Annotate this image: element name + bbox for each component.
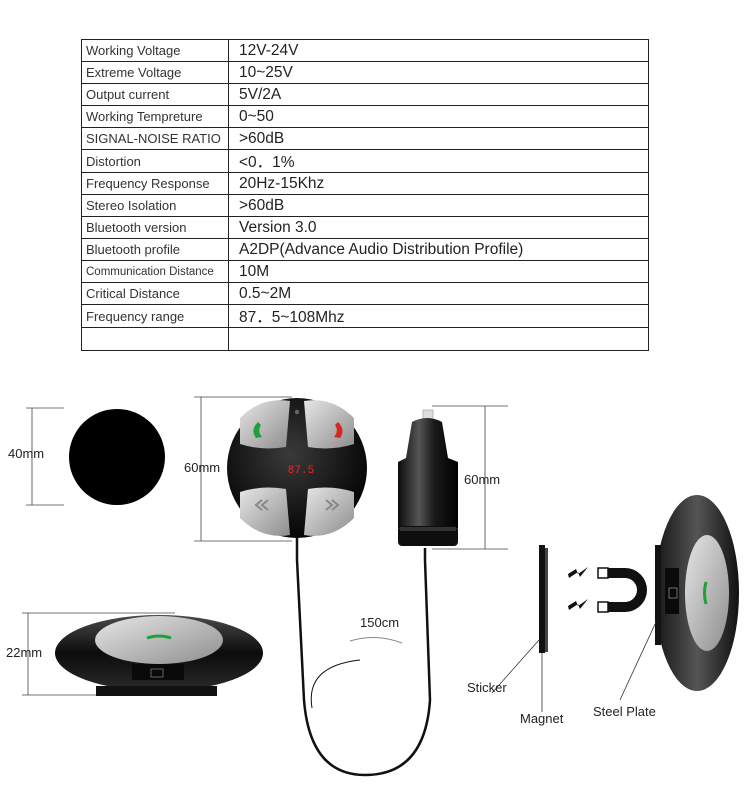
spec-label: Critical Distance [81,282,229,305]
spec-value: 12V-24V [228,39,649,62]
sticker-label: Sticker [467,680,507,695]
previous-track-icon [254,499,269,511]
spec-value: 0~50 [228,105,649,128]
fm-frequency-display: 87.5 [288,465,314,477]
cable-length-label: 150cm [360,615,400,630]
phone-hangup-icon [334,422,343,438]
spec-label-empty [81,327,229,351]
spec-label: Bluetooth profile [81,238,229,261]
cable [295,538,432,777]
magnet-icon [597,567,647,613]
magnet-diameter-label: 40mm [8,446,45,461]
lightning-icon [568,567,588,610]
spec-value: 0.5~2M [228,282,649,305]
spec-value: <0．1% [228,149,649,173]
spec-value: Version 3.0 [228,216,649,239]
spec-label: SIGNAL-NOISE RATIO [81,127,229,150]
spec-label: Communication Distance [81,260,229,283]
spec-row-empty [81,327,649,351]
spec-label: Working Voltage [81,39,229,62]
spec-row: Distortion<0．1% [81,149,649,173]
spec-label: Extreme Voltage [81,61,229,84]
sticker-magnet-strip [491,545,548,712]
spec-row: SIGNAL-NOISE RATIO>60dB [81,127,649,150]
next-track-icon [325,499,340,511]
phone-answer-icon [253,422,262,438]
spec-value: 5V/2A [228,83,649,106]
spec-value: 87．5~108Mhz [228,304,649,328]
spec-value: A2DP(Advance Audio Distribution Profile) [228,238,649,261]
product-diagram: 87.5 [0,370,750,794]
spec-row: Stereo Isolation>60dB [81,194,649,217]
device-thickness-label: 22mm [6,645,43,660]
spec-value: 10M [228,260,649,283]
spec-value: >60dB [228,194,649,217]
spec-label: Working Tempreture [81,105,229,128]
spec-label: Output current [81,83,229,106]
spec-label: Distortion [81,149,229,173]
spec-label: Frequency range [81,304,229,328]
spec-value-empty [228,327,649,351]
spec-label: Stereo Isolation [81,194,229,217]
product-diagram-svg: 87.5 [22,396,739,777]
charger-height-label: 60mm [464,472,501,487]
spec-value: 10~25V [228,61,649,84]
mounted-device-side [619,495,739,701]
spec-label: Frequency Response [81,172,229,195]
magnet-label: Magnet [520,711,564,726]
car-charger [398,405,508,550]
microphone-icon [294,409,300,415]
device-top-view: 87.5 [194,396,367,542]
spec-value: >60dB [228,127,649,150]
device-diameter-label: 60mm [184,460,221,475]
magnet-disc [26,407,165,506]
spec-value: 20Hz-15Khz [228,172,649,195]
steel-plate-label: Steel Plate [593,704,656,719]
device-side-view [22,612,263,696]
spec-label: Bluetooth version [81,216,229,239]
